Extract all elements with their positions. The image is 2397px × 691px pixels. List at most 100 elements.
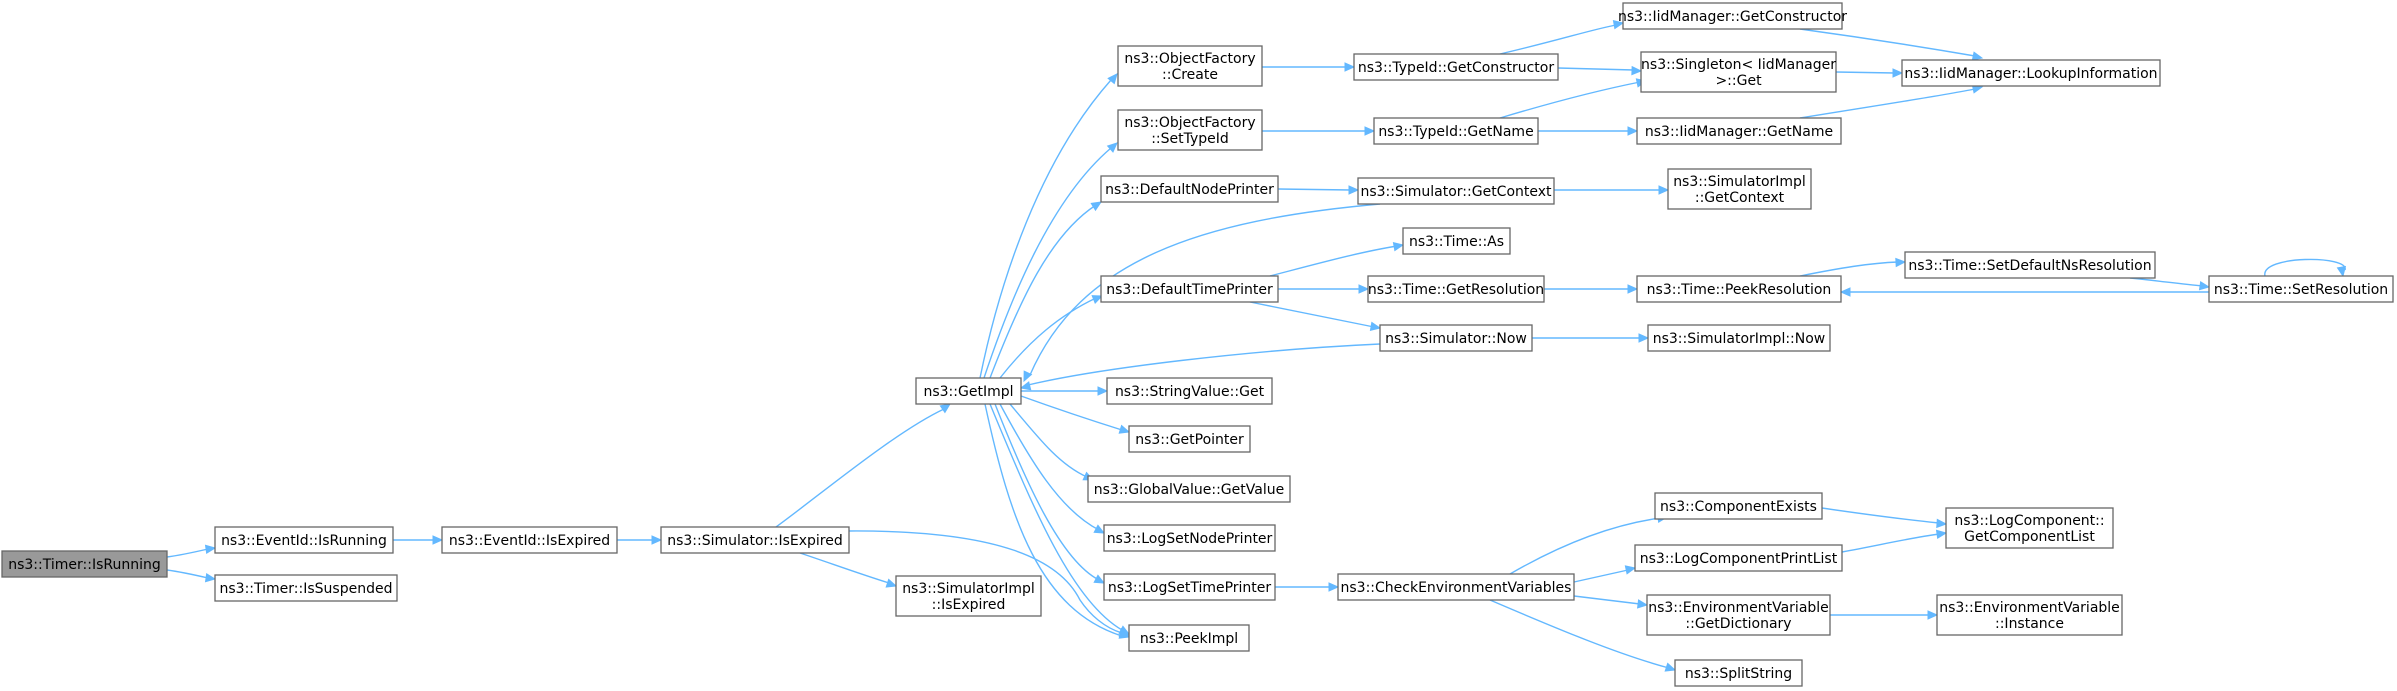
node-componentexists[interactable]: ns3::ComponentExists	[1654, 492, 1823, 520]
node-globalvalue-getvalue[interactable]: ns3::GlobalValue::GetValue	[1087, 475, 1291, 503]
edge-line	[2264, 258, 2346, 277]
edge-getimpl-to-getpointer	[1020, 395, 1131, 434]
node-box	[1117, 45, 1263, 87]
node-label: ns3::IidManager::LookupInformation	[1904, 66, 2157, 82]
node-label: ns3::LogComponent::	[1954, 513, 2104, 529]
arrowhead-icon	[1364, 126, 1376, 136]
edge-line	[1499, 81, 1641, 119]
node-time-as[interactable]: ns3::Time::As	[1402, 227, 1511, 255]
node-box	[214, 574, 398, 602]
edge-line	[1835, 71, 1896, 74]
node-stringvalue-get[interactable]: ns3::StringValue::Get	[1106, 377, 1273, 405]
node-simulator-getcontext[interactable]: ns3::Simulator::GetContext	[1357, 177, 1555, 205]
edge-time_setresolution-to-time_peekresolution	[1839, 287, 2209, 297]
arrowhead-icon	[1892, 68, 1904, 78]
node-defaultnodeprinter[interactable]: ns3::DefaultNodePrinter	[1100, 175, 1279, 203]
node-iidmanager-getname[interactable]: ns3::IidManager::GetName	[1636, 117, 1842, 145]
node-label: ns3::EventId::IsRunning	[221, 533, 387, 549]
arrowhead-icon	[1927, 610, 1939, 620]
edge-line	[983, 147, 1112, 379]
arrowhead-icon	[1369, 321, 1382, 332]
edge-simulator_now-to-simulatorimpl_now	[1532, 333, 1650, 343]
node-iidmanager-lookupinformation[interactable]: ns3::IidManager::LookupInformation	[1901, 59, 2161, 87]
arrowhead-icon	[204, 572, 217, 583]
node-timer-isrunning[interactable]: ns3::Timer::IsRunning	[1, 550, 168, 578]
edge-getimpl-to-stringvalue_get	[1021, 386, 1109, 396]
node-time-setresolution[interactable]: ns3::Time::SetResolution	[2208, 275, 2394, 303]
node-getpointer[interactable]: ns3::GetPointer	[1128, 425, 1251, 453]
node-simulator-now[interactable]: ns3::Simulator::Now	[1379, 324, 1533, 352]
node-defaulttimeprinter[interactable]: ns3::DefaultTimePrinter	[1100, 275, 1279, 303]
edge-getimpl-to-objectfactory_create	[979, 73, 1118, 379]
node-label: ns3::TypeId::GetName	[1378, 124, 1533, 140]
edge-iidmanager_getconstructor-to-iidmanager_lookupinformation	[1799, 28, 1984, 61]
node-simulatorimpl-now[interactable]: ns3::SimulatorImpl::Now	[1647, 324, 1831, 352]
node-label: ns3::GetImpl	[923, 384, 1013, 400]
node-logcomponentprintlist[interactable]: ns3::LogComponentPrintList	[1634, 544, 1843, 572]
node-box	[1647, 324, 1831, 352]
arrowhead-icon	[1093, 524, 1106, 534]
edge-timer_isrunning-to-timer_issuspended	[166, 569, 217, 583]
arrowhead-icon	[1624, 565, 1637, 575]
node-box	[1667, 168, 1812, 210]
arrowhead-icon	[1612, 19, 1625, 30]
node-label: ns3::ObjectFactory	[1124, 115, 1255, 131]
node-label: ns3::Singleton< IidManager	[1641, 57, 1836, 73]
node-time-peekresolution[interactable]: ns3::Time::PeekResolution	[1636, 275, 1842, 303]
node-simulator-isexpired[interactable]: ns3::Simulator::IsExpired	[660, 526, 850, 554]
edge-environmentvariable_getdictionary-to-environmentvariable_instance	[1830, 610, 1939, 620]
node-label: ns3::EventId::IsExpired	[449, 533, 610, 549]
node-objectfactory-settypeid[interactable]: ns3::ObjectFactory::SetTypeId	[1117, 109, 1263, 151]
node-logsetnodeprinter[interactable]: ns3::LogSetNodePrinter	[1103, 524, 1276, 552]
edge-time_setresolution-to-time_setresolution	[2264, 258, 2347, 278]
node-environmentvariable-getdictionary[interactable]: ns3::EnvironmentVariable::GetDictionary	[1646, 594, 1831, 636]
edge-line	[1029, 203, 1381, 376]
node-label: ns3::Time::SetDefaultNsResolution	[1908, 258, 2151, 274]
node-box	[1373, 117, 1539, 145]
node-box	[915, 377, 1022, 405]
edge-typeid_getname-to-iidmanager_getname	[1538, 126, 1639, 136]
node-logcomponent-getcomponentlist[interactable]: ns3::LogComponent::GetComponentList	[1945, 507, 2114, 549]
edge-typeid_getconstructor-to-singleton_get	[1557, 65, 1643, 76]
node-eventid-isexpired[interactable]: ns3::EventId::IsExpired	[441, 526, 618, 554]
edge-eventid_isrunning-to-eventid_isexpired	[393, 535, 444, 545]
node-typeid-getconstructor[interactable]: ns3::TypeId::GetConstructor	[1353, 53, 1559, 81]
node-label: ns3::Timer::IsRunning	[8, 557, 161, 573]
node-label: ns3::DefaultNodePrinter	[1105, 182, 1274, 198]
node-typeid-getname[interactable]: ns3::TypeId::GetName	[1373, 117, 1539, 145]
node-timer-issuspended[interactable]: ns3::Timer::IsSuspended	[214, 574, 398, 602]
node-simulatorimpl-getcontext[interactable]: ns3::SimulatorImpl::GetContext	[1667, 168, 1812, 210]
node-singleton-get[interactable]: ns3::Singleton< IidManager >::Get	[1640, 51, 1837, 93]
node-label: ns3::ObjectFactory	[1124, 51, 1255, 67]
node-label: ns3::SimulatorImpl	[1673, 174, 1806, 190]
node-box	[1901, 59, 2161, 87]
edge-line	[984, 403, 1123, 637]
node-box	[1674, 659, 1803, 687]
node-iidmanager-getconstructor[interactable]: ns3::IidManager::GetConstructor	[1618, 2, 1847, 30]
node-logsettimeprinter[interactable]: ns3::LogSetTimePrinter	[1103, 573, 1276, 601]
arrowhead-icon	[1936, 518, 1948, 529]
node-label: ns3::SimulatorImpl	[902, 581, 1035, 597]
node-objectfactory-create[interactable]: ns3::ObjectFactory::Create	[1117, 45, 1263, 87]
node-time-getresolution[interactable]: ns3::Time::GetResolution	[1367, 275, 1545, 303]
node-getimpl[interactable]: ns3::GetImpl	[915, 377, 1022, 405]
node-peekimpl[interactable]: ns3::PeekImpl	[1128, 624, 1250, 652]
node-label: ns3::Time::As	[1409, 234, 1504, 250]
node-time-setdefaultnsresolution[interactable]: ns3::Time::SetDefaultNsResolution	[1904, 251, 2156, 279]
edge-getimpl-to-logsetnodeprinter	[999, 403, 1106, 534]
node-environmentvariable-instance[interactable]: ns3::EnvironmentVariable::Instance	[1936, 594, 2123, 636]
arrowhead-icon	[1090, 201, 1103, 212]
edge-line	[848, 530, 1123, 634]
arrowhead-icon	[1328, 582, 1340, 592]
node-checkenvironmentvariables[interactable]: ns3::CheckEnvironmentVariables	[1337, 573, 1575, 601]
node-splitstring[interactable]: ns3::SplitString	[1674, 659, 1803, 687]
node-label: ns3::LogSetNodePrinter	[1107, 531, 1273, 547]
node-box	[1634, 544, 1843, 572]
edge-time_setdefaultnsresolution-to-time_setresolution	[2129, 277, 2211, 291]
edge-time_getresolution-to-time_peekresolution	[1544, 284, 1639, 294]
node-simulatorimpl-isexpired[interactable]: ns3::SimulatorImpl::IsExpired	[895, 575, 1042, 617]
node-label: ns3::GlobalValue::GetValue	[1094, 482, 1284, 498]
node-eventid-isrunning[interactable]: ns3::EventId::IsRunning	[214, 526, 394, 554]
edge-defaulttimeprinter-to-time_as	[1269, 241, 1405, 277]
node-box	[1103, 524, 1276, 552]
